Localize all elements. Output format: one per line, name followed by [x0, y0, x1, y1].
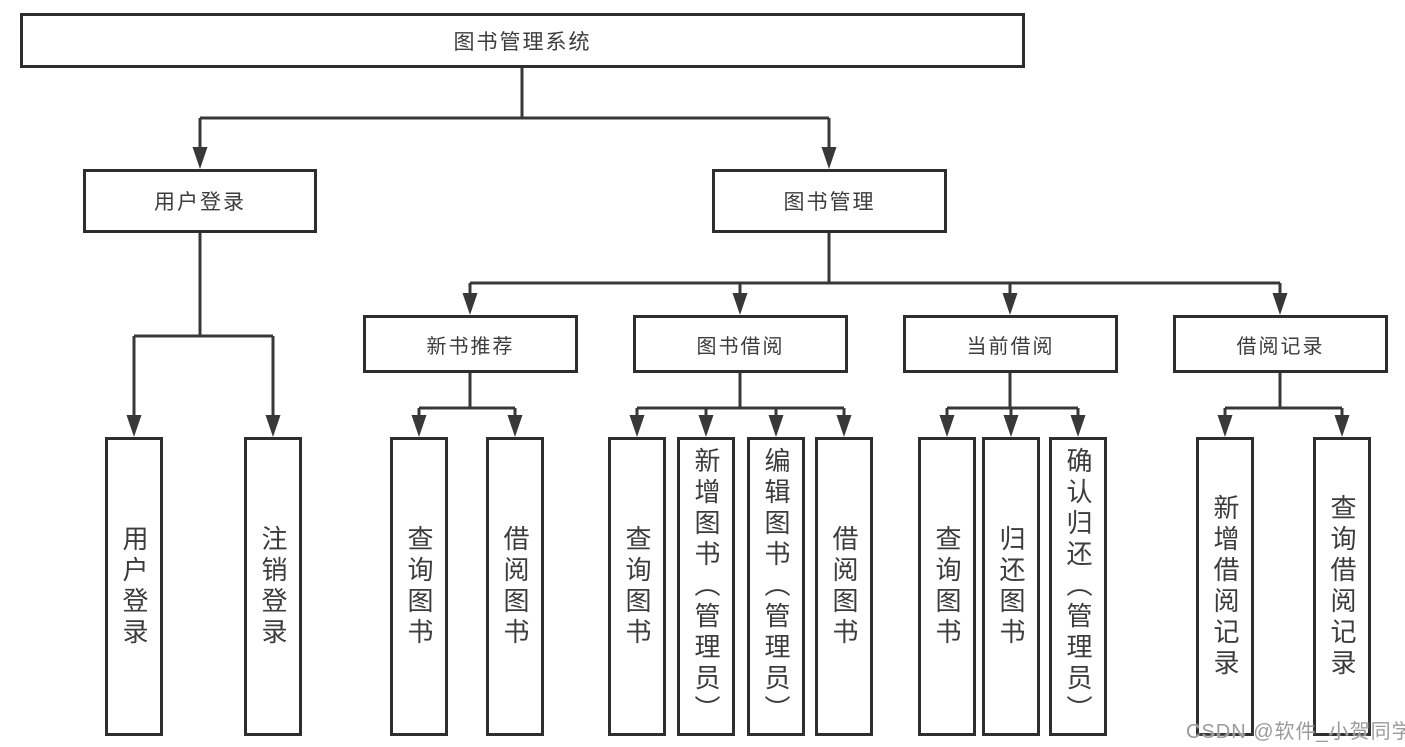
branch-book-borrow: [635, 373, 846, 419]
node-current-borrowing: 当前借阅: [903, 315, 1118, 373]
leaf-borrow-books: 借阅图书: [815, 437, 873, 736]
leaf-add-borrow-record: 新增借阅记录: [1196, 437, 1254, 736]
leaf-borrow-books-recommend-label: 借阅图书: [500, 524, 530, 649]
connector-branches: [132, 68, 1344, 419]
leaf-logout-label: 注销登录: [258, 524, 288, 649]
node-borrowing-records: 借阅记录: [1173, 315, 1388, 373]
node-new-book-recommend-label: 新书推荐: [426, 335, 515, 358]
node-book-management-label: 图书管理: [783, 191, 876, 214]
branch-new-books: [417, 373, 517, 419]
branch-user-login: [132, 233, 275, 419]
node-borrowing-records-label: 借阅记录: [1236, 335, 1325, 358]
leaf-add-books-admin-label: 新增图书（管理员）: [691, 447, 721, 726]
leaf-borrow-books-recommend: 借阅图书: [486, 437, 544, 736]
leaf-edit-books-admin-label: 编辑图书（管理员）: [761, 447, 791, 726]
leaf-return-books: 归还图书: [982, 437, 1040, 736]
node-book-borrowing-label: 图书借阅: [696, 335, 785, 358]
branch-current-borrow: [945, 373, 1080, 419]
leaf-query-books-borrowing: 查询图书: [608, 437, 666, 736]
leaf-logout: 注销登录: [244, 437, 302, 736]
leaf-query-books-recommend-label: 查询图书: [404, 524, 434, 649]
branch-root: [198, 68, 831, 150]
leaf-query-borrow-record: 查询借阅记录: [1313, 437, 1371, 736]
leaf-query-books-recommend: 查询图书: [390, 437, 448, 736]
leaf-query-books-current: 查询图书: [918, 437, 976, 736]
node-book-borrowing: 图书借阅: [633, 315, 848, 373]
leaf-borrow-books-label: 借阅图书: [829, 524, 859, 649]
node-new-book-recommend: 新书推荐: [363, 315, 578, 373]
node-current-borrowing-label: 当前借阅: [966, 335, 1055, 358]
node-library-system-label: 图书管理系统: [453, 30, 592, 54]
branch-borrow-records: [1223, 373, 1344, 419]
leaf-edit-books-admin: 编辑图书（管理员）: [747, 437, 805, 736]
node-user-login-label: 用户登录: [154, 191, 246, 214]
leaf-confirm-return-admin: 确认归还（管理员）: [1049, 437, 1107, 736]
leaf-return-books-label: 归还图书: [996, 524, 1026, 649]
node-book-management: 图书管理: [712, 169, 947, 233]
csdn-watermark: CSDN @软件_小贺同学: [1186, 721, 1405, 743]
node-library-system: 图书管理系统: [20, 13, 1025, 68]
leaf-query-borrow-record-label: 查询借阅记录: [1327, 493, 1357, 680]
node-user-login: 用户登录: [83, 169, 317, 233]
leaf-add-borrow-record-label: 新增借阅记录: [1210, 493, 1240, 680]
leaf-add-books-admin: 新增图书（管理员）: [677, 437, 735, 736]
branch-book-mgmt: [468, 233, 1282, 297]
leaf-query-books-borrowing-label: 查询图书: [622, 524, 652, 649]
leaf-user-login: 用户登录: [105, 437, 163, 736]
leaf-confirm-return-admin-label: 确认归还（管理员）: [1063, 447, 1093, 726]
leaf-query-books-current-label: 查询图书: [932, 524, 962, 649]
leaf-user-login-label: 用户登录: [119, 524, 149, 649]
connector-arrowheads: [126, 147, 1350, 437]
